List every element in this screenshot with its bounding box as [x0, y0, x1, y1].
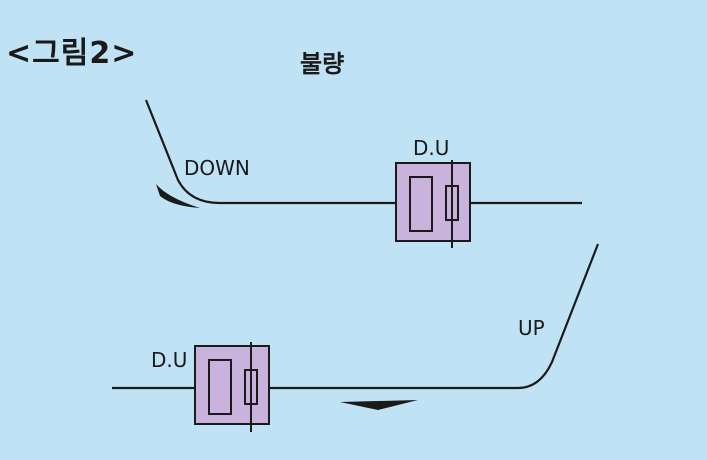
- bottom-du-left-roller: [208, 359, 232, 415]
- bottom-du-right-roller: [244, 369, 258, 405]
- figure-title: <그림2>: [6, 36, 138, 71]
- top-du-label: D.U: [413, 136, 450, 160]
- top-du-unit: [395, 160, 471, 248]
- up-label: UP: [518, 316, 545, 340]
- down-label: DOWN: [184, 156, 250, 180]
- right-arrow-icon: [340, 400, 418, 410]
- top-strip-line: [144, 99, 582, 205]
- top-du-left-roller: [409, 176, 433, 232]
- bottom-du-unit: [194, 342, 270, 432]
- bottom-du-label: D.U: [151, 348, 188, 372]
- down-arrow-icon: [156, 184, 200, 208]
- top-du-right-roller: [445, 185, 459, 221]
- bottom-strip-line: [112, 243, 600, 390]
- status-label: 불량: [300, 50, 345, 78]
